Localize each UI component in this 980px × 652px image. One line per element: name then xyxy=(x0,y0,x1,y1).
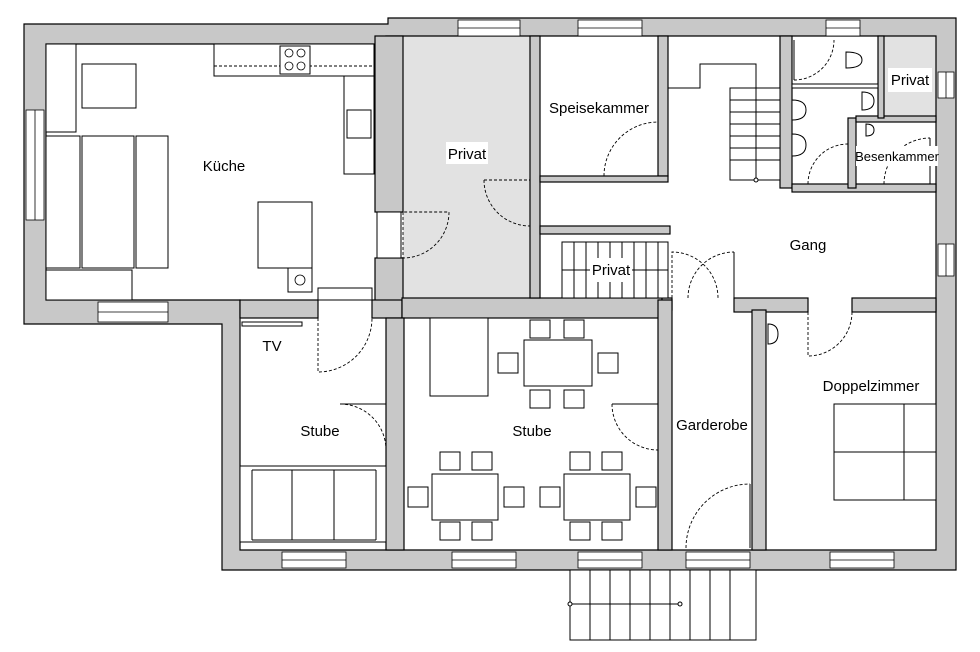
room-label-privat-wc: Privat xyxy=(891,72,930,89)
interior-walls xyxy=(239,35,937,551)
room-label-privat-stairs: Privat xyxy=(592,262,631,279)
room-label-tv: TV xyxy=(262,338,281,355)
dining-furniture xyxy=(407,317,657,541)
double-bed xyxy=(833,403,937,501)
room-label-besenkammer: Besenkammer xyxy=(855,149,939,164)
room-label-doppelzimmer: Doppelzimmer xyxy=(823,378,920,395)
room-label-garderobe: Garderobe xyxy=(676,417,748,434)
staircase-upper xyxy=(668,63,781,183)
entrance-stairs xyxy=(567,569,757,641)
room-label-speisekammer: Speisekammer xyxy=(549,100,649,117)
windows xyxy=(25,19,955,569)
door-swings xyxy=(317,39,931,549)
kitchen-furniture xyxy=(45,43,402,301)
room-label-kueche: Küche xyxy=(203,158,246,175)
wc-fixtures xyxy=(767,51,879,345)
tv-room-furniture xyxy=(239,321,387,543)
room-label-stube-right: Stube xyxy=(512,423,551,440)
room-label-gang: Gang xyxy=(790,237,827,254)
room-label-stube-left: Stube xyxy=(300,423,339,440)
room-label-privat-left: Privat xyxy=(448,146,487,163)
privat-area-left xyxy=(403,36,531,298)
